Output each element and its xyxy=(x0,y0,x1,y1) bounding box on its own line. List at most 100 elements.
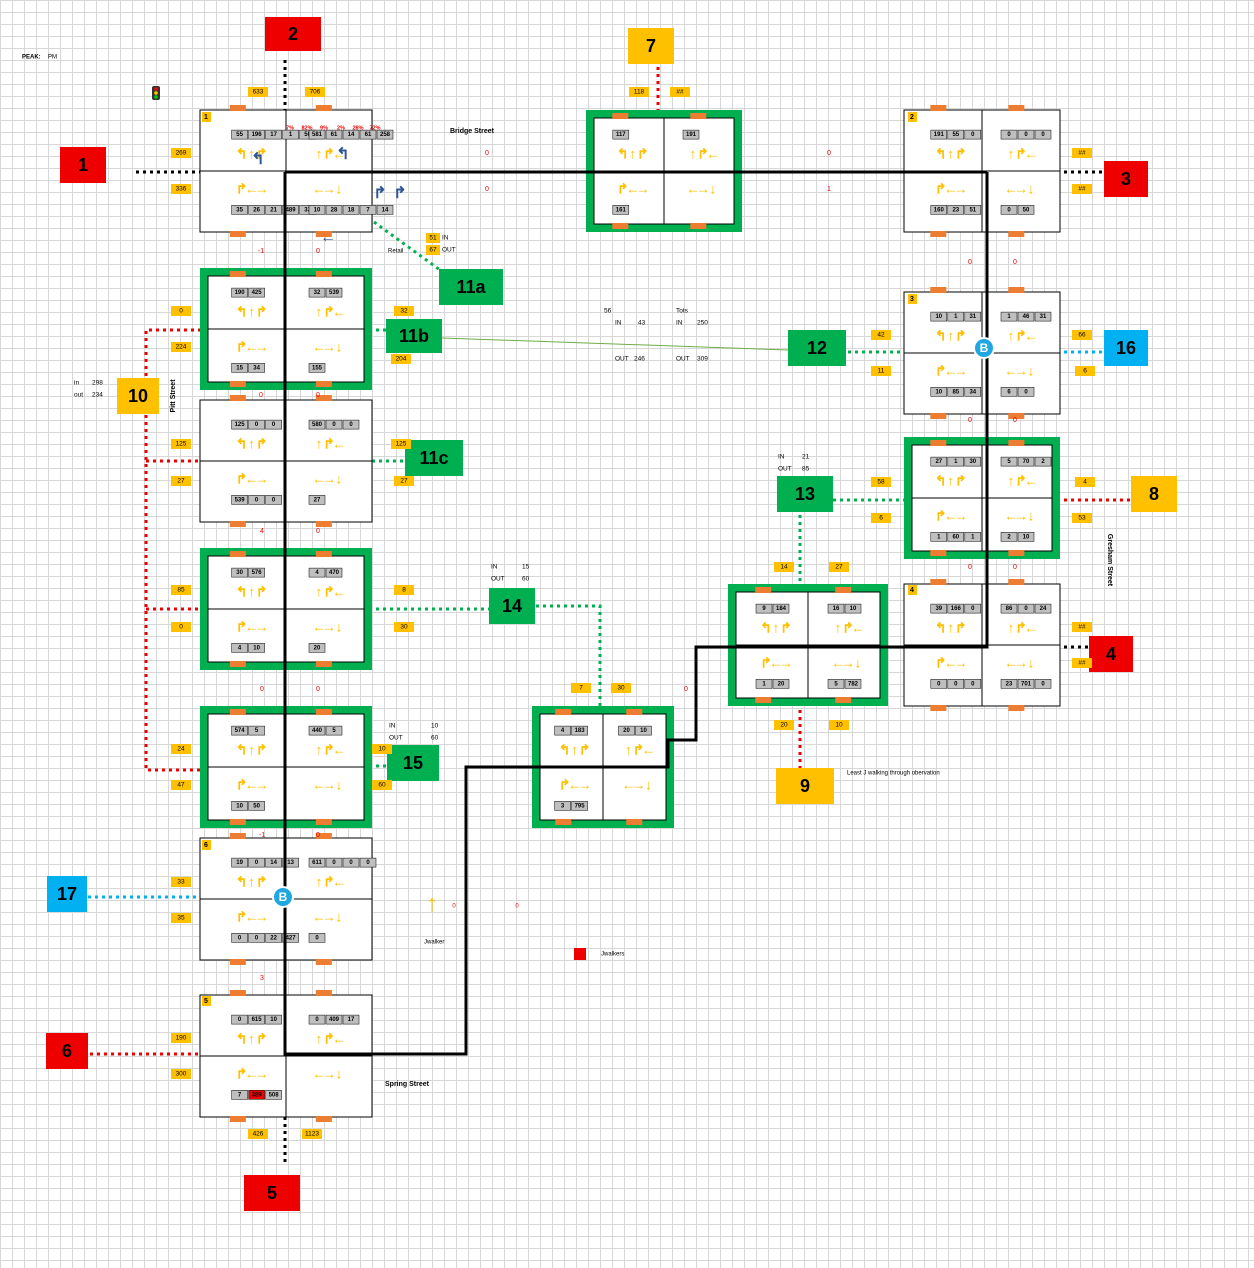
in-label: IN xyxy=(389,723,396,730)
movement-arrow-icon: ↑ xyxy=(835,619,842,635)
count-value: 10 xyxy=(253,645,260,651)
movement-arrow-icon: ↓ xyxy=(855,655,862,671)
delta-value: -1 xyxy=(258,248,264,255)
count-value: 161 xyxy=(616,207,627,213)
flow-value: 11 xyxy=(878,368,885,375)
count-value: 258 xyxy=(380,132,391,138)
percent-value: 9% xyxy=(320,125,328,131)
flow-value: 0 xyxy=(179,308,183,315)
delta-value: 0 xyxy=(515,904,519,910)
movement-arrow-icon: ↰ xyxy=(935,327,947,343)
movement-arrow-icon: ← xyxy=(332,1030,346,1046)
peak-label: PEAK: xyxy=(22,55,41,61)
flow-value: 426 xyxy=(253,1131,264,1138)
flow-value: 42 xyxy=(877,332,885,339)
movement-arrow-icon: ← xyxy=(706,145,720,161)
count-value: 17 xyxy=(270,132,277,138)
count-value: 27 xyxy=(314,497,321,503)
location-marker-label: 8 xyxy=(1149,484,1159,504)
flow-value: 190 xyxy=(176,1035,187,1042)
movement-arrow-icon: → xyxy=(632,777,646,793)
movement-arrow-icon: ↑ xyxy=(316,741,323,757)
movement-arrow-icon: ← xyxy=(1024,145,1038,161)
movement-arrow-icon: ↰ xyxy=(236,303,248,319)
movement-arrow-icon: ↱ xyxy=(256,435,268,451)
movement-arrow-icon: ↓ xyxy=(1028,363,1035,379)
tots-out-label: OUT xyxy=(676,356,690,363)
count-value: 28 xyxy=(331,207,338,213)
entry-marker xyxy=(930,705,946,711)
movement-arrow-icon: ↰ xyxy=(236,145,248,161)
movement-arrow-icon: ← xyxy=(1024,619,1038,635)
flow-value: ## xyxy=(1078,660,1086,667)
count-value: 55 xyxy=(952,132,959,138)
intersection-id: 1 xyxy=(204,114,208,121)
entry-marker xyxy=(1008,105,1024,111)
flow-value: 10 xyxy=(378,746,386,753)
count-value: 409 xyxy=(329,1017,340,1023)
movement-arrow-icon: → xyxy=(255,619,269,635)
count-value: 14 xyxy=(382,207,389,213)
location-marker-label: 2 xyxy=(288,24,298,44)
flow-value: ## xyxy=(1078,150,1086,157)
intersection-id: 4 xyxy=(910,587,914,594)
count-value: 24 xyxy=(1040,606,1047,612)
count-value: 611 xyxy=(312,860,322,866)
count-value: 85 xyxy=(952,389,959,395)
movement-arrow-icon: ↱ xyxy=(955,619,967,635)
count-value: 51 xyxy=(969,207,976,213)
movement-arrow-icon: ↑ xyxy=(316,583,323,599)
in-value: 15 xyxy=(522,564,530,571)
entry-marker xyxy=(626,819,642,825)
entry-marker xyxy=(316,661,332,667)
count-value: 576 xyxy=(252,570,263,576)
movement-arrow-icon: → xyxy=(1014,655,1028,671)
movement-arrow-icon: ↑ xyxy=(690,145,697,161)
count-value: 10 xyxy=(1023,534,1030,540)
flow-value: 53 xyxy=(1078,515,1086,522)
intersection-id: 6 xyxy=(204,842,208,849)
movement-arrow-icon: → xyxy=(841,655,855,671)
entry-marker xyxy=(930,579,946,585)
flow-value: 24 xyxy=(177,746,185,753)
movement-arrow-icon: ↱ xyxy=(256,741,268,757)
entry-marker xyxy=(690,223,706,229)
count-value: 574 xyxy=(235,728,246,734)
percent-value: 2% xyxy=(337,125,345,131)
entry-marker xyxy=(316,1116,332,1122)
entry-marker xyxy=(755,697,771,703)
flow-value: 66 xyxy=(1078,332,1086,339)
entry-marker xyxy=(230,709,246,715)
movement-arrow-icon: ↓ xyxy=(336,909,343,925)
movement-arrow-icon: ↑ xyxy=(947,619,954,635)
entry-marker xyxy=(1008,705,1024,711)
in-value: 51 xyxy=(429,235,437,242)
in-label: IN xyxy=(491,564,498,571)
count-value: 35 xyxy=(236,207,243,213)
movement-arrow-icon: ↑ xyxy=(248,435,255,451)
count-value: 61 xyxy=(331,132,338,138)
movement-arrow-icon: ↰ xyxy=(617,145,629,161)
entry-marker xyxy=(316,551,332,557)
entry-marker xyxy=(930,413,946,419)
delta-value: 0 xyxy=(827,150,831,157)
out-label: OUT xyxy=(442,247,456,254)
count-value: 191 xyxy=(686,132,697,138)
count-value: 10 xyxy=(935,389,942,395)
flow-value: 30 xyxy=(617,685,625,692)
entry-marker xyxy=(316,709,332,715)
jwalker-legend: Jwalker xyxy=(424,940,444,946)
entry-marker xyxy=(930,105,946,111)
delta-value: 0 xyxy=(452,904,456,910)
entry-marker xyxy=(555,819,571,825)
entry-marker xyxy=(230,381,246,387)
delta-value: 0 xyxy=(316,832,320,839)
delta-value: 0 xyxy=(968,564,972,571)
movement-arrow-icon: ↓ xyxy=(1028,655,1035,671)
delta-value: 0 xyxy=(316,248,320,255)
blue-turn-arrow-icon: ↱ xyxy=(393,185,406,202)
flow-value: 4 xyxy=(1083,479,1087,486)
tots-value: 309 xyxy=(697,356,708,363)
count-value: 32 xyxy=(314,290,321,296)
movement-arrow-icon: ↰ xyxy=(236,1030,248,1046)
